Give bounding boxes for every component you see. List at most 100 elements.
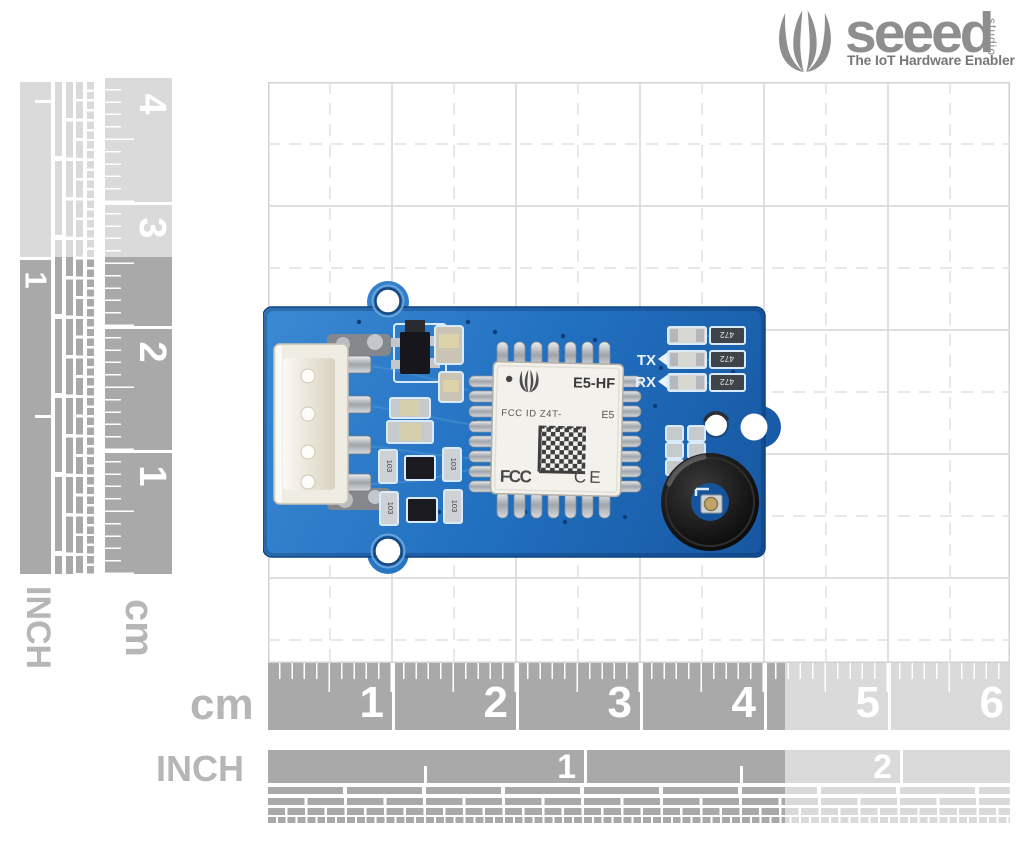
svg-text:472: 472	[720, 354, 734, 364]
left-inch-halftick-0_5	[35, 415, 51, 418]
left-inch-number-1: 1	[18, 271, 54, 289]
module-fcc-id-text: FCC ID Z4T-	[501, 408, 562, 420]
resistor-103: 103	[379, 491, 399, 526]
connector-nub	[300, 444, 316, 460]
ipex-silkscreen	[694, 487, 709, 496]
bottom-inch-ruler: 1 2	[268, 750, 1010, 824]
svg-text:472: 472	[720, 377, 734, 387]
solder-blob	[368, 490, 382, 504]
bottom-cm-number-6: 6	[979, 678, 1004, 727]
svg-text:103: 103	[385, 460, 394, 473]
resistor-472	[709, 350, 746, 369]
bottom-inch-thirtysecond-row	[268, 817, 1010, 823]
svg-text:103: 103	[386, 502, 395, 515]
connector-cavity	[283, 358, 335, 490]
led-indicator-rows: 472 TX 472 RX 472	[635, 326, 746, 392]
bottom-cm-boundary-1	[392, 663, 395, 730]
left-cm-number-4: 4	[131, 93, 173, 115]
rx-label: RX	[635, 374, 656, 391]
led-row-power: 472	[667, 326, 746, 345]
connector-nub	[300, 474, 316, 490]
resistor-103-group: 103 103 103 103	[378, 447, 463, 526]
capacitor-1-band	[439, 334, 459, 348]
seeed-petals	[779, 10, 831, 72]
resistor-a-body	[400, 400, 420, 416]
sot23-transistor	[400, 332, 430, 374]
connector-pin-3	[344, 435, 372, 455]
resistor-b-body	[399, 423, 421, 441]
ce-logo: CE	[574, 467, 604, 487]
left-cm-boundary-2	[105, 326, 172, 329]
bottom-inch-ruler-bar	[268, 750, 1010, 783]
connector-nub	[300, 368, 316, 384]
sot-leg	[391, 338, 400, 347]
right-inner-hole-shadow	[703, 411, 729, 422]
bottom-cm-boundary-4	[764, 663, 767, 730]
connector-highlight	[276, 346, 282, 502]
bottom-cm-5mm-ticks	[268, 663, 1010, 692]
bottom-cm-number-3: 3	[607, 678, 632, 727]
bottom-cm-ruler-label: cm	[190, 680, 254, 729]
module-shield-edge	[493, 364, 621, 494]
resistor-103: 103	[442, 447, 462, 482]
sot-leg	[391, 360, 400, 369]
left-inch-sixteenth-col	[76, 82, 83, 574]
resistor-103: 103	[443, 489, 463, 524]
rx-arrow-icon	[658, 375, 667, 388]
grove-wio-e5-board: 103 103 103 103	[263, 281, 781, 574]
rubber-ring-ridge	[665, 457, 755, 547]
discrete-components	[386, 320, 464, 444]
left-cm-ruler-label: cm	[117, 599, 161, 657]
left-inch-ruler-label: INCH	[19, 586, 57, 670]
bottom-cm-boundary-5	[888, 663, 891, 730]
bottom-cm-number-2: 2	[483, 678, 508, 727]
top-mounting-hole	[374, 287, 402, 315]
left-inch-quarter-col	[55, 82, 62, 574]
left-cm-number-1: 1	[131, 465, 173, 487]
bottom-cm-boundary-2	[516, 663, 519, 730]
bottom-inch-boundary-1	[584, 750, 587, 783]
bottom-mounting-hole	[373, 536, 403, 566]
logo-brand-text: seeed	[845, 1, 995, 65]
left-cm-number-2: 2	[131, 341, 173, 363]
left-inch-1-boundary	[20, 257, 51, 260]
ring-highlight	[666, 454, 707, 487]
resistor-472	[709, 326, 746, 345]
logo-tagline: The IoT Hardware Enabler	[847, 53, 1015, 68]
antenna-assembly	[661, 453, 759, 551]
led-row-rx: RX 472	[635, 373, 746, 392]
svg-text:103: 103	[450, 500, 459, 513]
logo: seeed studio The IoT Hardware Enabler	[0, 0, 1024, 80]
bottom-inch-boundary-2	[900, 750, 903, 783]
connector-nub	[300, 406, 316, 422]
resistor-472	[709, 373, 746, 392]
grove-connector	[273, 334, 391, 510]
tx-arrow-icon	[658, 352, 667, 366]
left-inch-thirtysecond-col	[86, 82, 94, 574]
bottom-cm-ruler: 1 2 3 4 5 6	[268, 663, 1010, 730]
top-hole-halo	[371, 284, 405, 318]
sot-tab	[405, 320, 425, 332]
bottom-hole-halo	[370, 533, 406, 569]
ipex-center-pin	[703, 496, 719, 512]
bottom-cm-number-5: 5	[855, 678, 880, 727]
right-edge-notch	[740, 413, 768, 441]
module-fcc-suffix-text: E5	[601, 409, 614, 421]
connector-pin-4	[344, 473, 372, 492]
mounting-holes	[370, 284, 768, 569]
bottom-inch-ruler-label: INCH	[156, 748, 244, 789]
left-inch-halftick-1_5	[35, 100, 51, 103]
bottom-cm-number-4: 4	[731, 678, 756, 727]
connector-pin-2	[344, 395, 372, 414]
capacitor-2-band	[443, 380, 459, 392]
svg-text:472: 472	[720, 330, 734, 340]
bottom-inch-number-2: 2	[873, 748, 892, 786]
resistor-103: 103	[378, 449, 398, 484]
led-row-tx: TX 472	[637, 350, 746, 369]
left-cm-boundary-3	[105, 202, 172, 205]
left-cm-ruler: 4 3 2 1	[105, 78, 173, 574]
wio-e5-module: E5-HF FCC ID Z4T- E5 FCC CE	[489, 360, 625, 498]
transistor-2	[406, 497, 438, 523]
pin1-dot	[505, 375, 513, 383]
